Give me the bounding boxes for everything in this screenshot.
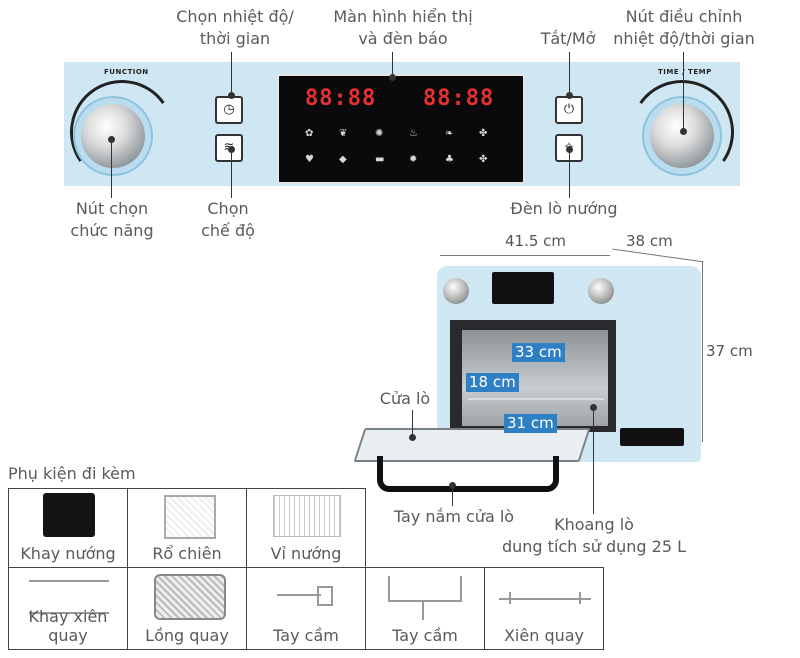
oven-handle — [377, 456, 559, 492]
leader-dot — [680, 128, 687, 135]
mode-icon: ♣ — [445, 154, 454, 165]
display-left-digits: 88:88 — [305, 86, 377, 111]
mode-icon: ♥ — [305, 154, 314, 165]
dim-height-int: 18 cm — [466, 373, 519, 392]
time-temp-select-button[interactable]: ◷ — [215, 96, 243, 124]
oven-mini-knob-right — [588, 278, 614, 304]
mode-icon: ▬ — [375, 154, 385, 165]
accessory-cell: Lồng quay — [127, 567, 247, 650]
mode-icon: ❦ — [339, 128, 348, 139]
rotisserie-tray-image — [29, 580, 109, 614]
oven-rack — [468, 398, 604, 400]
handle-hook-image — [422, 600, 424, 620]
fry-basket-image — [164, 495, 216, 539]
leader-line — [569, 52, 570, 96]
dim-line-depth — [612, 248, 704, 263]
mode-icon: ♨ — [409, 128, 418, 139]
leader-line — [111, 140, 112, 198]
function-label: FUNCTION — [104, 68, 149, 76]
dim-width-int: 33 cm — [512, 343, 565, 362]
accessories-title: Phụ kiện đi kèm — [8, 464, 136, 483]
mode-icon: ✺ — [375, 128, 384, 139]
leader-dot — [228, 92, 235, 99]
callout-chon-che-do: Chọn chế độ — [201, 199, 255, 240]
skewer-image — [499, 598, 591, 600]
fan-icon: ✤ — [479, 154, 488, 165]
leader-line — [569, 150, 570, 198]
leader-line — [593, 408, 594, 514]
accessory-cell: Tay cầm — [246, 567, 366, 650]
leader-line — [231, 150, 232, 198]
handle-tool-image — [277, 594, 321, 596]
accessory-cell: Rổ chiên — [127, 488, 247, 568]
grill-rack-image — [273, 495, 341, 537]
callout-khoang-lo: Khoang lò dung tích sử dụng 25 L — [501, 515, 687, 556]
rotisserie-basket-image — [154, 574, 226, 620]
callout-tay-nam: Tay nắm cửa lò — [393, 507, 515, 526]
leader-dot — [590, 404, 597, 411]
power-icon: ⏻ — [563, 102, 575, 117]
leader-line — [412, 410, 413, 438]
leader-line — [452, 486, 453, 506]
mode-icon: ◆ — [339, 154, 347, 165]
leader-line — [683, 52, 684, 132]
dim-depth-ext: 38 cm — [626, 232, 673, 250]
power-button[interactable]: ⏻ — [555, 96, 583, 124]
callout-chon-nhiet-do: Chọn nhiệt độ/ thời gian — [176, 7, 294, 48]
leader-dot — [566, 146, 573, 153]
mode-icon: ✹ — [409, 154, 418, 165]
leader-dot — [449, 482, 456, 489]
handle-hook-image — [388, 576, 462, 602]
oven-mini-knob-left — [443, 278, 469, 304]
mode-icon: ✿ — [305, 128, 314, 139]
leader-dot — [409, 434, 416, 441]
accessory-cell: Khay xiên quay — [8, 567, 128, 650]
callout-nut-chon: Nút chọn chức năng — [70, 199, 154, 240]
leader-line — [392, 52, 393, 78]
leader-dot — [228, 146, 235, 153]
baking-tray-image — [43, 493, 95, 537]
oven-foot — [620, 428, 684, 446]
dim-width-ext: 41.5 cm — [505, 232, 567, 250]
callout-den-lo: Đèn lò nướng — [510, 199, 618, 218]
timetemp-knob[interactable] — [650, 104, 714, 168]
dim-depth-int: 31 cm — [504, 414, 557, 433]
oven-mini-display — [492, 272, 554, 304]
callout-tat-mo: Tắt/Mở — [540, 29, 596, 48]
leader-line — [231, 52, 232, 96]
skewer-image — [569, 592, 581, 604]
led-display: 88:88 88:88 ✿ ❦ ✺ ♨ ❧ ✤ ♥ ◆ ▬ ✹ ♣ ✤ — [277, 74, 525, 184]
accessory-cell: Khay nướng — [8, 488, 128, 568]
leader-dot — [108, 136, 115, 143]
display-right-digits: 88:88 — [423, 86, 495, 111]
skewer-image — [509, 592, 521, 604]
accessory-cell: Xiên quay — [484, 567, 604, 650]
accessory-cell: Tay cầm — [365, 567, 485, 650]
mode-icon: ❧ — [445, 128, 454, 139]
handle-tool-image — [317, 586, 333, 606]
dim-height-ext: 37 cm — [706, 342, 753, 360]
timetemp-label: TIME / TEMP — [658, 68, 712, 76]
callout-cua-lo: Cửa lò — [379, 389, 431, 408]
clock-thermometer-icon: ◷ — [223, 102, 235, 117]
callout-man-hinh: Màn hình hiển thị và đèn báo — [333, 7, 473, 48]
leader-dot — [389, 74, 396, 81]
leader-dot — [566, 92, 573, 99]
dim-line-height — [702, 262, 703, 442]
callout-nut-dieu-chinh: Nút điều chỉnh nhiệt độ/thời gian — [613, 7, 755, 48]
fan-icon: ✤ — [479, 128, 488, 139]
dim-line-width — [440, 255, 610, 256]
accessory-cell: Vỉ nướng — [246, 488, 366, 568]
